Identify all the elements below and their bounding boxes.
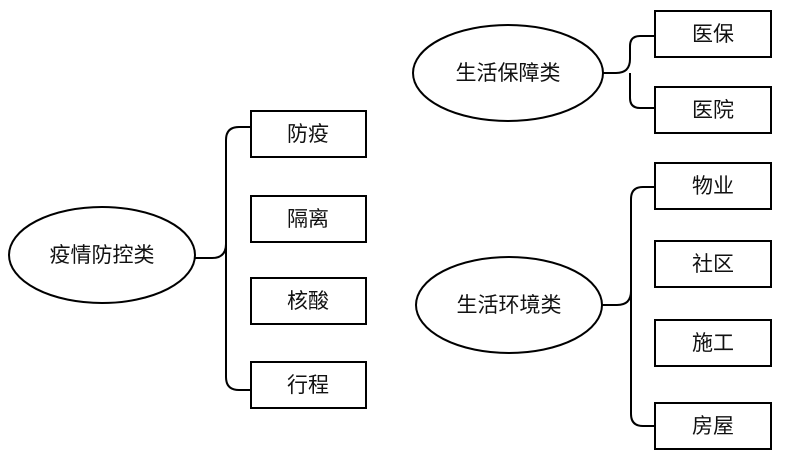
item-box — [654, 162, 772, 210]
item-box — [654, 319, 772, 367]
category-ellipse — [415, 256, 603, 354]
item-label: 社区 — [692, 252, 734, 276]
item-box — [654, 240, 772, 288]
item-box — [250, 195, 367, 243]
item-box — [654, 402, 772, 450]
item-box — [654, 10, 772, 58]
category-label: 生活保障类 — [456, 61, 561, 85]
item-label: 核酸 — [287, 289, 329, 313]
item-label: 房屋 — [692, 414, 734, 438]
item-box — [250, 110, 367, 158]
item-box — [250, 277, 367, 325]
item-label: 行程 — [287, 373, 329, 397]
item-label: 施工 — [692, 331, 734, 355]
item-label: 医保 — [692, 22, 734, 46]
item-label: 防疫 — [287, 122, 329, 146]
item-label: 隔离 — [287, 207, 329, 231]
category-label: 疫情防控类 — [50, 243, 155, 267]
item-label: 物业 — [692, 174, 734, 198]
item-label: 医院 — [692, 98, 734, 122]
branch-connector — [602, 186, 655, 427]
item-box — [654, 86, 772, 134]
group-livelihood-security: 生活保障类 医保 医院 — [412, 10, 772, 134]
group-epidemic-control: 疫情防控类 防疫 隔离 核酸 行程 — [8, 110, 367, 409]
branch-connector — [603, 35, 655, 109]
category-ellipse — [412, 24, 604, 122]
branch-connector — [195, 126, 251, 391]
group-living-environment: 生活环境类 物业 社区 施工 房屋 — [415, 162, 772, 450]
item-box — [250, 361, 367, 409]
category-ellipse — [8, 206, 196, 304]
category-label: 生活环境类 — [457, 293, 562, 317]
